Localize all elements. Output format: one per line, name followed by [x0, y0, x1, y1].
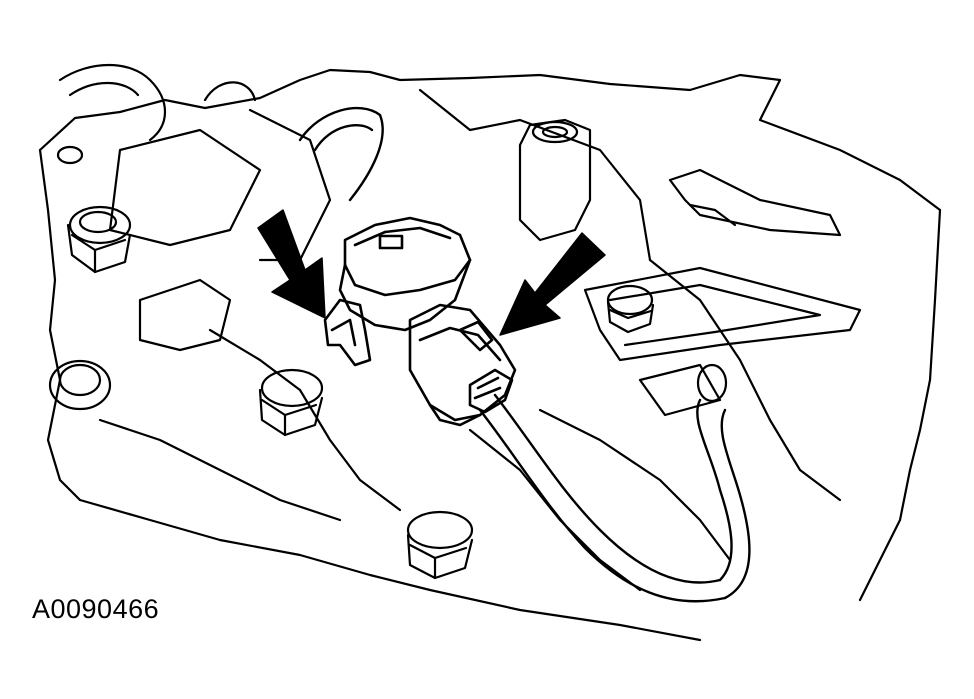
right-bracket: [583, 168, 862, 362]
housing-left-flange: [38, 148, 82, 502]
connector-top-notch: [378, 234, 404, 250]
connector-top-face: [353, 226, 452, 247]
housing-outer-edge: [38, 68, 942, 212]
harness-main-upper: [493, 393, 722, 584]
harness-main-lower: [478, 408, 727, 603]
rib-1: [108, 128, 262, 247]
connector-locking-tab: [323, 298, 372, 367]
bolt-bracket: [606, 284, 655, 334]
harness-upper-loom: [298, 107, 384, 202]
transmission-housing: [38, 64, 942, 642]
upper-boss: [203, 81, 257, 102]
small-hole: [56, 145, 84, 165]
mounting-boss-hole: [531, 120, 579, 144]
bolts: [48, 205, 728, 580]
harness-upper-loom-b: [313, 123, 374, 152]
bolt-bottom: [406, 510, 474, 580]
housing-lower-edge: [78, 498, 702, 642]
rib-4: [648, 258, 842, 502]
rib-9: [138, 278, 232, 352]
connector-top-body: [343, 216, 472, 297]
upper-tube-inner: [68, 81, 140, 97]
bracket-plate: [583, 266, 862, 362]
harness-branch-b: [720, 408, 751, 600]
upper-tube: [58, 64, 166, 142]
round-boss-left: [48, 359, 112, 411]
mounting-boss-hole-inner: [541, 125, 569, 139]
rib-6: [98, 418, 342, 522]
electrical-connector: [323, 216, 517, 427]
connector-side: [338, 258, 472, 332]
right-arrow-icon: [499, 232, 606, 336]
rib-7: [468, 428, 642, 592]
rib-5: [208, 328, 402, 512]
bracket-plate-inner: [608, 283, 822, 347]
connector-release-tab: [458, 320, 494, 352]
bracket-upper-arm-end: [688, 203, 737, 227]
pipe-stub: [638, 363, 728, 417]
figure-id-label: A0090466: [32, 594, 160, 624]
rib-3: [418, 88, 652, 262]
housing-right-edge: [858, 208, 942, 602]
left-arrow-icon: [257, 209, 326, 319]
bolt-mid-left: [258, 368, 324, 437]
connector-plug: [408, 303, 517, 422]
wire-harness: [298, 107, 751, 603]
bolt-upper-left: [66, 205, 132, 274]
rib-8: [538, 408, 732, 562]
callout-arrows: [257, 209, 606, 336]
harness-branch-a: [696, 398, 733, 582]
bracket-upper-arm: [668, 168, 842, 237]
connector-plug-ridge: [418, 326, 502, 362]
connector-face: [468, 368, 514, 414]
